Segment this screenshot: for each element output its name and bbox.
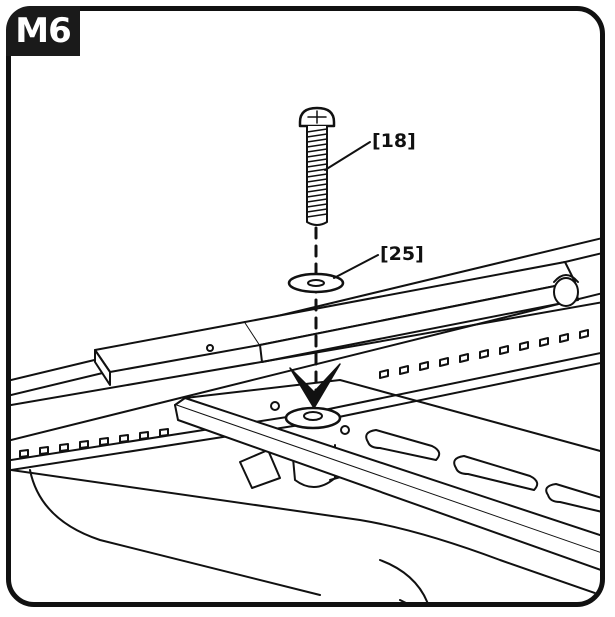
- screw-leader-line: [324, 141, 371, 171]
- washer-leader-line: [333, 254, 379, 279]
- washer-callout-label: [25]: [380, 243, 424, 265]
- seated-washer: [284, 406, 342, 430]
- mounting-arm: [174, 379, 600, 576]
- insert-arrow-icon: [289, 363, 341, 409]
- washer-icon: [287, 272, 345, 294]
- step-badge: M6: [6, 6, 80, 56]
- screw-callout-label: [18]: [372, 130, 416, 152]
- arm-slots: [365, 429, 600, 516]
- slot-row-left: [19, 428, 169, 458]
- slot-row-right: [379, 329, 589, 379]
- screw-icon: [298, 106, 336, 226]
- wall-rail-top: [94, 261, 579, 386]
